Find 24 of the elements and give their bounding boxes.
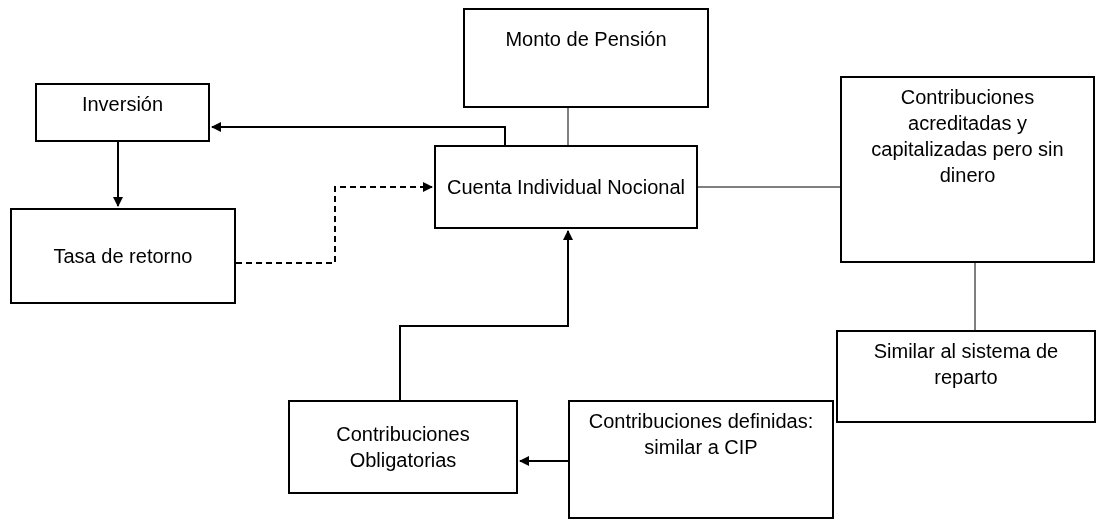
box-label: Inversión	[80, 92, 165, 117]
arrow	[399, 230, 573, 401]
text-box	[463, 8, 709, 108]
arrow	[211, 122, 506, 146]
box-label: Monto de Pensión	[504, 27, 668, 52]
box-label: Contribuciones definidas: similar a CIP	[587, 409, 815, 460]
box-label: Contribuciones acreditadas y capitalizadas pero sin dinero	[870, 85, 1065, 188]
text-box	[35, 83, 210, 142]
box-label: Similar al sistema de reparto	[872, 339, 1060, 390]
text-box	[10, 208, 236, 304]
text-box	[568, 400, 834, 519]
connector-line	[567, 107, 569, 146]
text-box	[434, 145, 698, 229]
box-label: Contribuciones Obligatorias	[335, 422, 471, 473]
arrow	[235, 182, 433, 264]
arrow	[113, 141, 123, 207]
connector-line	[697, 186, 841, 188]
arrow	[519, 456, 569, 466]
connector-line	[974, 262, 976, 331]
box-label: Cuenta Individual Nocional	[446, 175, 686, 200]
text-box	[840, 76, 1095, 263]
text-box	[836, 330, 1096, 423]
box-label: Tasa de retorno	[52, 244, 194, 269]
text-box	[288, 400, 518, 494]
